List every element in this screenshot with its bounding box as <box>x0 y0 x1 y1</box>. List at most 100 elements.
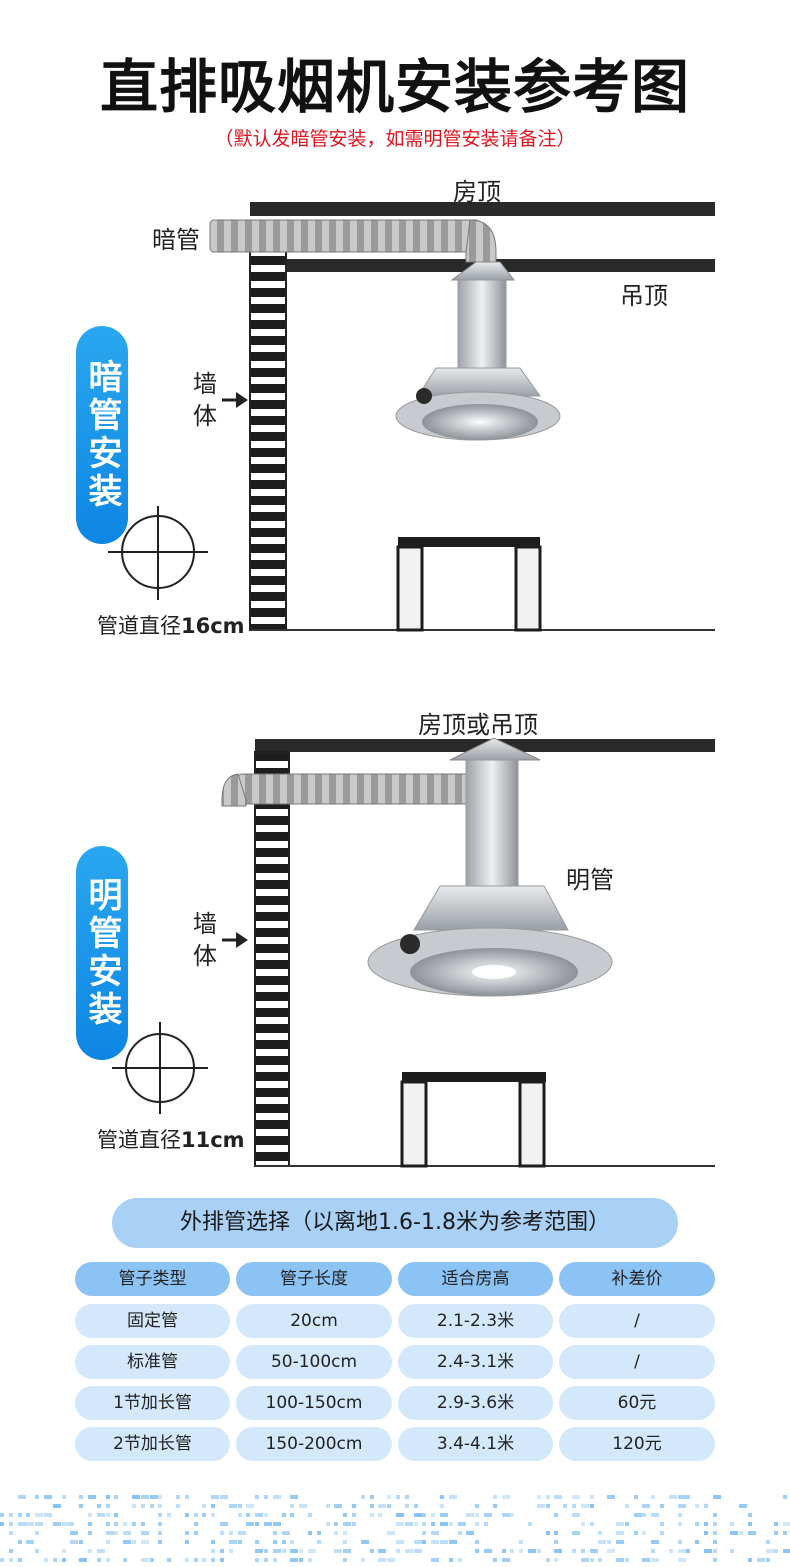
decorative-dot <box>105 1540 110 1544</box>
decorative-dot <box>431 1540 440 1544</box>
decorative-dot <box>387 1558 396 1562</box>
decorative-dot <box>158 1522 163 1526</box>
decorative-dot <box>264 1558 268 1562</box>
decorative-dot <box>105 1513 110 1517</box>
decorative-dot <box>404 1495 409 1499</box>
decorative-dot <box>96 1513 105 1517</box>
decorative-dot <box>211 1540 216 1544</box>
decorative-dot <box>448 1495 457 1499</box>
duct-elbow <box>221 773 247 807</box>
decorative-dot <box>633 1531 638 1535</box>
decorative-dot <box>572 1549 576 1553</box>
decorative-dot <box>105 1504 110 1508</box>
table-cell: 标准管 <box>75 1345 230 1379</box>
decorative-dot <box>123 1540 132 1544</box>
decorative-dot <box>739 1531 744 1535</box>
page-title: 直排吸烟机安装参考图 <box>99 53 690 121</box>
exposed-install-badge-text: 明管安装 <box>82 877 122 1029</box>
decorative-dot <box>88 1531 92 1535</box>
decorative-dot <box>554 1531 559 1535</box>
decorative-dot <box>413 1522 418 1526</box>
decorative-dot <box>783 1522 790 1526</box>
decorative-dot <box>202 1558 207 1562</box>
decorative-dot <box>176 1504 180 1508</box>
decorative-dot <box>774 1522 779 1526</box>
decorative-dot <box>765 1558 770 1562</box>
decorative-dot <box>220 1558 224 1562</box>
decorative-dot <box>396 1540 404 1544</box>
decorative-dot <box>378 1549 387 1553</box>
decorative-dot <box>554 1558 559 1562</box>
decorative-dot <box>677 1540 682 1544</box>
decorative-dot <box>739 1504 748 1508</box>
decorative-dot <box>228 1540 237 1544</box>
decorative-dot-pattern <box>0 1495 790 1567</box>
decorative-dot <box>589 1558 594 1562</box>
decorative-dot <box>158 1495 163 1499</box>
decorative-dot <box>114 1495 119 1499</box>
decorative-dot <box>633 1513 642 1517</box>
decorative-dot <box>167 1513 172 1517</box>
decorative-dot <box>404 1522 413 1526</box>
decorative-dot <box>334 1504 343 1508</box>
decorative-dot <box>624 1504 629 1508</box>
decorative-dot <box>290 1513 295 1517</box>
decorative-dot <box>457 1531 462 1535</box>
decorative-dot <box>572 1495 580 1499</box>
decorative-dot <box>79 1540 84 1544</box>
decorative-dot <box>334 1522 339 1526</box>
decorative-dot <box>88 1549 92 1553</box>
bottom-diagram <box>112 737 715 1168</box>
exposed-install-badge: 明管安装 <box>76 846 128 1060</box>
decorative-dot <box>651 1558 660 1562</box>
decorative-dot <box>704 1549 712 1553</box>
decorative-dot <box>695 1540 700 1544</box>
decorative-dot <box>228 1531 233 1535</box>
decorative-dot <box>598 1540 607 1544</box>
decorative-dot <box>272 1558 277 1562</box>
decorative-dot <box>510 1549 515 1553</box>
decorative-dot <box>448 1522 453 1526</box>
decorative-dot <box>677 1522 682 1526</box>
decorative-dot <box>8 1531 13 1535</box>
decorative-dot <box>299 1504 308 1508</box>
decorative-dot <box>589 1495 594 1499</box>
decorative-dot <box>140 1522 145 1526</box>
decorative-dot <box>88 1513 92 1517</box>
decorative-dot <box>783 1495 788 1499</box>
decorative-dot <box>281 1513 286 1517</box>
decorative-dot <box>44 1513 52 1517</box>
decorative-dot <box>281 1540 286 1544</box>
decorative-dot <box>651 1495 656 1499</box>
decorative-dot <box>140 1540 149 1544</box>
decorative-dot <box>413 1540 422 1544</box>
decorative-dot <box>8 1513 13 1517</box>
decorative-dot <box>730 1522 735 1526</box>
decorative-dot <box>704 1504 708 1508</box>
decorative-dot <box>369 1504 374 1508</box>
decorative-dot <box>475 1513 480 1517</box>
decorative-dot <box>431 1558 440 1562</box>
decorative-dot <box>184 1495 189 1499</box>
decorative-dot <box>712 1540 717 1544</box>
decorative-dot <box>17 1522 26 1526</box>
diameter-prefix: 管道直径 <box>97 1128 181 1152</box>
decorative-dot <box>211 1495 220 1499</box>
decorative-dot <box>712 1513 717 1517</box>
table-cell: 120元 <box>559 1427 715 1461</box>
roof-line <box>250 202 715 216</box>
decorative-dot <box>237 1513 242 1517</box>
decorative-dot <box>211 1558 216 1562</box>
decorative-dot <box>158 1540 163 1544</box>
decorative-dot <box>140 1495 149 1499</box>
decorative-dot <box>607 1549 616 1553</box>
decorative-dot <box>343 1522 352 1526</box>
decorative-dot <box>255 1558 260 1562</box>
decorative-dot <box>79 1504 84 1508</box>
decorative-dot <box>272 1522 281 1526</box>
decorative-dot <box>624 1522 629 1526</box>
decorative-dot <box>44 1495 52 1499</box>
decorative-dot <box>0 1522 4 1526</box>
decorative-dot <box>677 1504 686 1508</box>
